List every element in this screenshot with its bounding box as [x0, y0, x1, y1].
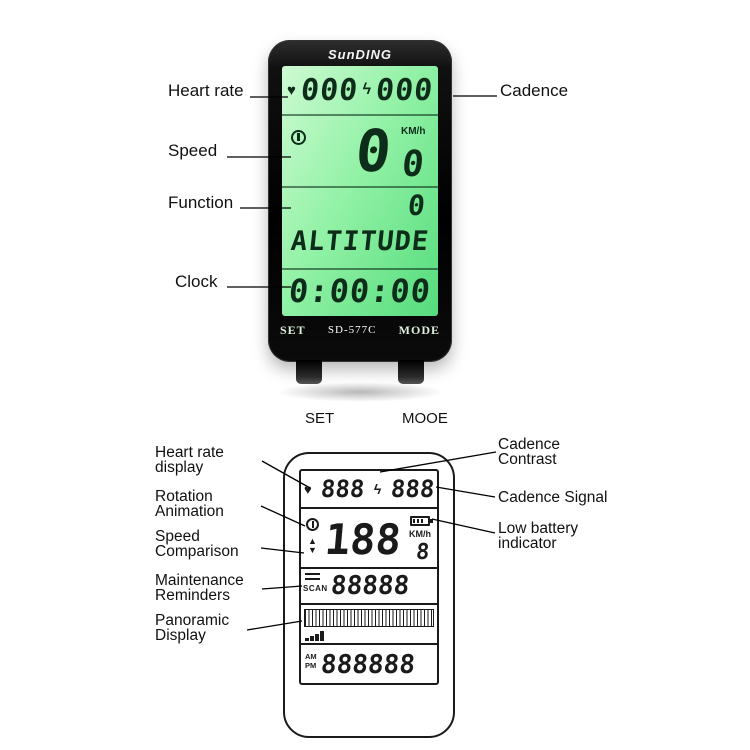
lcd-top-row: ♥ 000 ϟ 000 [282, 66, 438, 114]
panoramic-display-block [304, 609, 434, 627]
callout-function: Function [168, 193, 234, 212]
am-label: AM [305, 652, 317, 661]
diagram-top-row: ♥ 888 ϟ 888 [301, 471, 437, 509]
callout-line: Heart rate [155, 444, 224, 461]
speed-decimal-value: 0 [399, 144, 427, 185]
callout-line: Cadence Signal [498, 489, 608, 506]
speed-comparison-arrows: ▲ ▼ [305, 537, 320, 555]
set-button: SET [280, 322, 306, 337]
up-arrow-icon: ▲ [308, 536, 317, 546]
mount-tab-right [398, 360, 424, 384]
lcd-divider [282, 268, 438, 270]
maintenance-lines-icon [305, 573, 320, 580]
clock-digits: 888888 [319, 650, 417, 680]
cadence-icon: ϟ [373, 481, 382, 497]
callout-cadence: Cadence [500, 81, 569, 100]
heart-rate-digits: 888 [319, 475, 366, 503]
callout-line: Low battery [498, 520, 579, 537]
device-shadow [276, 382, 444, 402]
callout-clock: Clock [175, 272, 218, 291]
cadence-value: 000 [373, 72, 435, 108]
callout-line: Cadence [498, 436, 561, 453]
rotation-icon [306, 518, 319, 531]
callout-line: Panoramic [155, 612, 230, 629]
callout-line: Rotation [155, 488, 213, 505]
speed-decimal-digit: 8 [414, 540, 431, 565]
scan-label: SCAN [303, 584, 328, 593]
lcd-screen: ♥ 000 ϟ 000 0 KM/h 0 0 ALTITUDE 0:00:00 [282, 66, 438, 316]
callout-line: Speed [155, 528, 200, 545]
function-value: 0 [406, 189, 428, 222]
callout-line: indicator [498, 535, 557, 552]
speed-unit-label: KM/h [401, 126, 426, 137]
lcd-divider [301, 603, 437, 605]
callout-cadence-signal: Cadence Signal [498, 489, 608, 506]
lcd-divider [301, 567, 437, 569]
brand-logo: SunDING [327, 47, 393, 62]
callout-line: Animation [155, 503, 224, 520]
model-label: SD-577C [327, 324, 377, 336]
down-arrow-icon: ▼ [308, 545, 317, 555]
signal-bars-icon [305, 631, 324, 641]
callout-line: Maintenance [155, 572, 244, 589]
mount-tab-left [296, 360, 322, 384]
speed-unit-label: KM/h [409, 529, 431, 539]
callout-cadence-contrast: Cadence Contrast [498, 436, 561, 468]
bike-computer: SunDING ♥ 000 ϟ 000 0 KM/h 0 0 ALTITUDE … [268, 40, 452, 362]
heart-icon: ♥ [287, 81, 296, 99]
lcd-divider [282, 114, 438, 116]
lcd-divider [282, 186, 438, 188]
callout-line: Reminders [155, 587, 230, 604]
cadence-icon: ϟ [362, 81, 372, 98]
cadence-digits: 888 [389, 475, 436, 503]
rotation-icon [291, 130, 306, 145]
speed-digits: 188 [322, 515, 404, 564]
diagram-lcd: ♥ 888 ϟ 888 ▲ ▼ 188 KM/h 8 SCAN 88888 [299, 469, 439, 685]
pm-label: PM [305, 661, 317, 670]
callout-line: Display [155, 627, 206, 644]
callout-rotation-animation: Rotation Animation [155, 488, 224, 520]
under-label-mode: MOOE [402, 410, 448, 427]
odometer-digits: 88888 [329, 571, 411, 601]
speed-value: 0 [352, 117, 396, 185]
callout-panoramic-display: Panoramic Display [155, 612, 230, 644]
callout-heart-rate: Heart rate [168, 81, 244, 100]
callout-maintenance-reminders: Maintenance Reminders [155, 572, 244, 604]
mode-button: MODE [398, 322, 440, 337]
callout-heart-rate-display: Heart rate display [155, 444, 224, 476]
callout-speed-comparison: Speed Comparison [155, 528, 239, 560]
clock-value: 0:00:00 [287, 272, 433, 310]
lcd-divider [301, 643, 437, 645]
callout-low-battery: Low battery indicator [498, 520, 579, 552]
under-label-set: SET [305, 410, 335, 427]
diagram-device-outline: ♥ 888 ϟ 888 ▲ ▼ 188 KM/h 8 SCAN 88888 [283, 452, 455, 738]
function-mode-label: ALTITUDE [289, 226, 431, 257]
am-pm-label: AM PM [305, 652, 317, 670]
callout-line: Comparison [155, 543, 239, 560]
callout-line: display [155, 459, 204, 476]
heart-icon: ♥ [304, 481, 312, 497]
callout-line: Contrast [498, 451, 557, 468]
callout-speed: Speed [168, 141, 218, 160]
heart-rate-value: 000 [298, 72, 360, 108]
device-button-bar: SET SD-577C MODE [280, 319, 440, 341]
low-battery-icon [410, 516, 433, 526]
